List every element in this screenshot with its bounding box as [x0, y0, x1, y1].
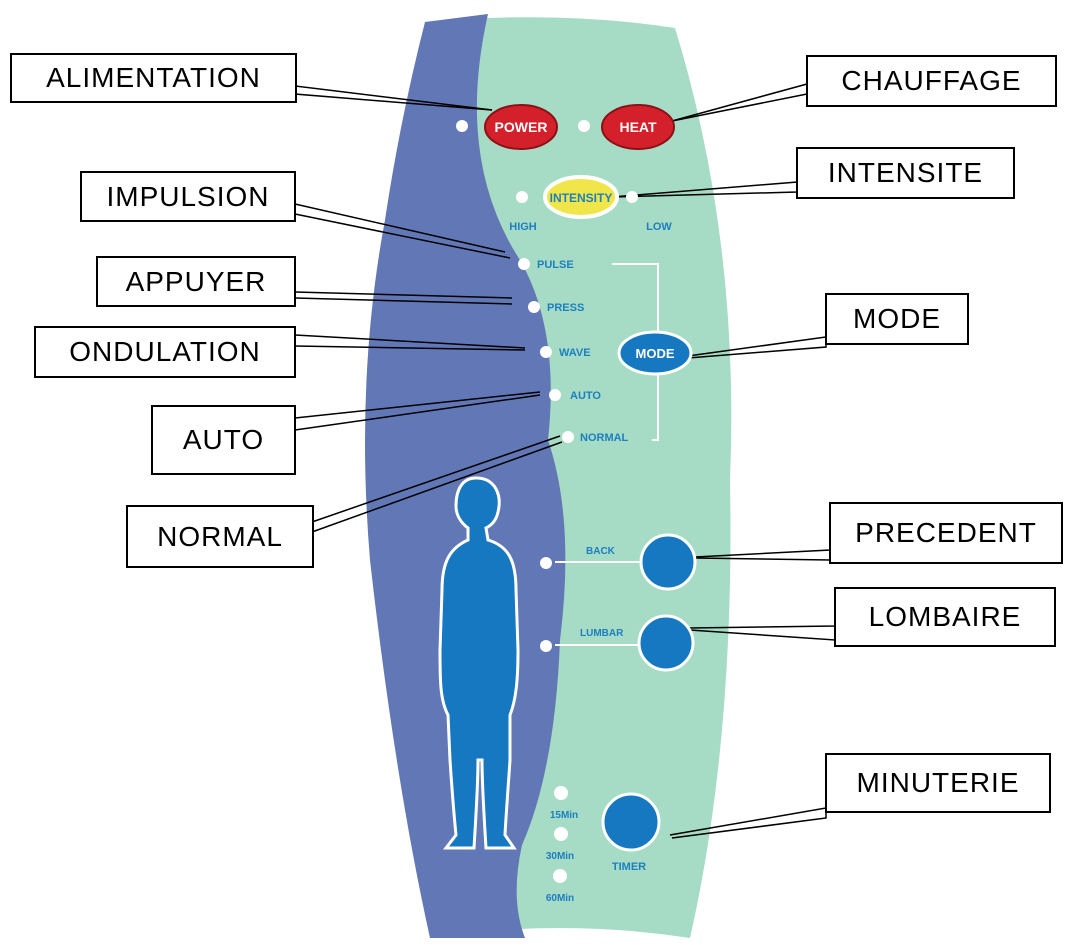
heat-button[interactable]: HEAT [602, 105, 674, 149]
power-indicator [456, 120, 468, 132]
mode-button[interactable]: MODE [619, 332, 691, 374]
callout-back: PRECEDENT [829, 502, 1063, 564]
wave-indicator [540, 346, 552, 358]
timer-option-60: 60Min [546, 893, 574, 904]
pulse-indicator [518, 258, 530, 270]
intensity-button[interactable]: INTENSITY [545, 177, 617, 217]
zone-back-label: BACK [586, 546, 616, 557]
intensity-low-label: LOW [646, 221, 672, 233]
callout-lumbar: LOMBAIRE [834, 587, 1056, 647]
mode-button-label: MODE [636, 346, 675, 361]
timer-option-15: 15Min [550, 810, 578, 821]
normal-indicator [562, 431, 574, 443]
mode-normal-label: NORMAL [580, 432, 629, 444]
callout-power: ALIMENTATION [10, 53, 297, 103]
callout-mode: MODE [825, 293, 969, 345]
heat-button-label: HEAT [619, 119, 657, 135]
timer-button[interactable] [603, 794, 659, 850]
back-indicator [540, 557, 552, 569]
callout-wave: ONDULATION [34, 326, 296, 378]
back-button[interactable] [641, 535, 695, 589]
callout-press: APPUYER [96, 256, 296, 307]
timer-30-indicator [554, 827, 568, 841]
intensity-high-label: HIGH [509, 221, 537, 233]
mode-pulse-label: PULSE [537, 259, 574, 271]
callout-timer: MINUTERIE [825, 753, 1051, 813]
callout-heat: CHAUFFAGE [806, 55, 1057, 107]
mode-auto-label: AUTO [570, 390, 601, 402]
zone-lumbar-label: LUMBAR [580, 628, 624, 639]
lumbar-indicator [540, 640, 552, 652]
callout-normal: NORMAL [126, 505, 314, 568]
auto-indicator [549, 389, 561, 401]
intensity-high-indicator [516, 191, 528, 203]
timer-15-indicator [554, 786, 568, 800]
heat-indicator [578, 120, 590, 132]
power-button-label: POWER [495, 119, 548, 135]
mode-wave-label: WAVE [559, 347, 591, 359]
timer-button-label: TIMER [612, 861, 646, 873]
mode-press-label: PRESS [547, 302, 584, 314]
timer-60-indicator [553, 869, 567, 883]
callout-intensity: INTENSITE [796, 147, 1015, 199]
callout-auto: AUTO [151, 405, 296, 475]
lumbar-button[interactable] [639, 616, 693, 670]
timer-option-30: 30Min [546, 851, 574, 862]
press-indicator [528, 301, 540, 313]
intensity-low-indicator [626, 191, 638, 203]
callout-pulse: IMPULSION [80, 171, 296, 222]
power-button[interactable]: POWER [485, 105, 557, 149]
intensity-button-label: INTENSITY [550, 191, 613, 205]
